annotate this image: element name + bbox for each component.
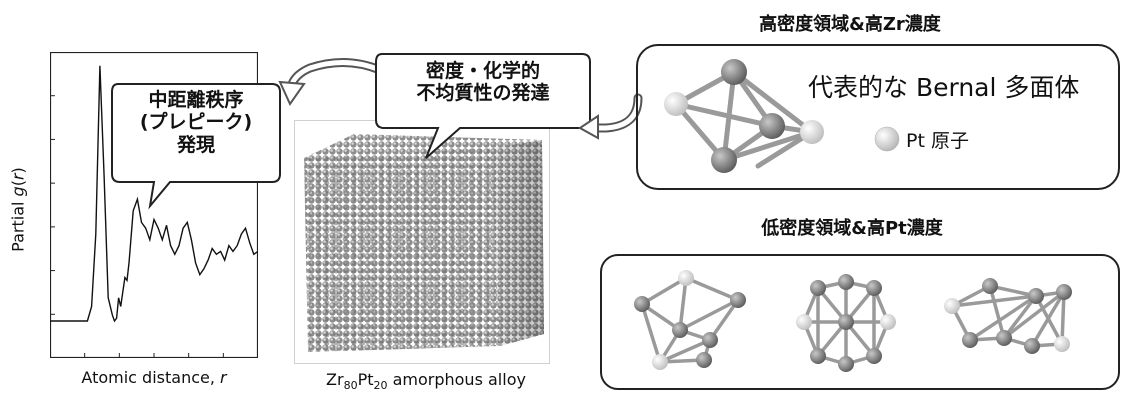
callout-density-text: 密度・化学的 不均質性の発達 <box>416 60 550 105</box>
high-density-title: 高密度領域&高Zr濃度 <box>759 14 941 35</box>
low-density-cluster-1 <box>634 270 746 370</box>
low-density-box <box>600 254 1120 390</box>
x-axis-label: Atomic distance, r <box>81 368 227 387</box>
low-density-cluster-2 <box>796 274 896 372</box>
pt-atom-label: Pt 原子 <box>906 130 969 152</box>
gr-series-line <box>50 65 258 323</box>
curved-arrow-left <box>278 57 385 107</box>
gr-chart <box>50 52 258 358</box>
amorphous-alloy-cube <box>294 120 550 364</box>
bernal-label: 代表的な Bernal 多面体 <box>808 73 1080 102</box>
y-axis-label: Partial g(r) <box>8 167 28 252</box>
pt-atom-legend-icon <box>874 126 900 152</box>
high-density-box <box>636 44 1120 190</box>
low-density-cluster-3 <box>944 278 1072 354</box>
callout-density-bubble <box>375 53 591 159</box>
gr-plot: Partial g(r) Atomic distance, r <box>0 0 270 396</box>
atom-cube-render <box>294 120 550 364</box>
callout-order-text: 中距離秩序 (プレピーク) 発現 <box>139 89 253 156</box>
alloy-label: Zr80Pt20 amorphous alloy <box>326 370 526 393</box>
low-density-title: 低密度領域&高Pt濃度 <box>761 218 943 239</box>
bernal-polyhedron <box>664 59 824 173</box>
callout-order-bubble <box>111 83 281 210</box>
